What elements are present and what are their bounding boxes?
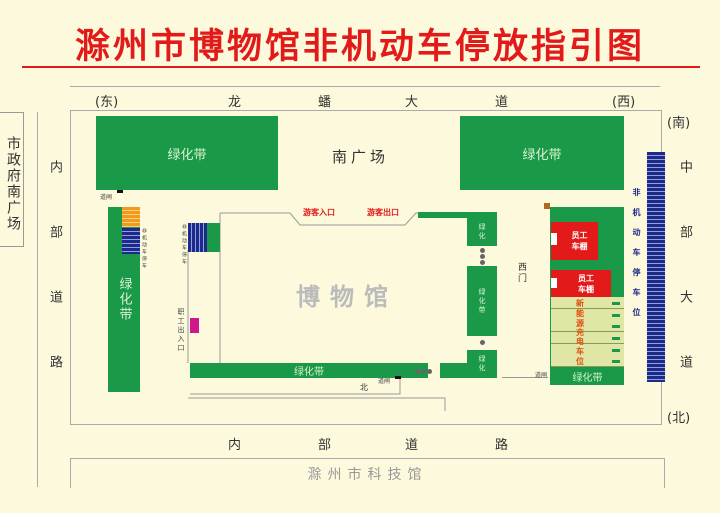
right-road-label: 中部大道 — [677, 160, 692, 420]
barrier-label: 道闸 — [378, 378, 391, 385]
ev-slot — [551, 332, 624, 344]
north-marker: 北 — [360, 383, 368, 392]
ev-slot — [551, 355, 624, 367]
ev-slot — [551, 297, 624, 309]
road-char: 蟠 — [318, 95, 332, 110]
bike-parking-label: 非机动车停车 — [181, 224, 187, 266]
bollard — [480, 254, 485, 259]
ev-label-char: 位 — [576, 357, 584, 366]
bike-parking-blue — [188, 223, 207, 252]
east-label: (东) — [95, 95, 119, 110]
charger-icon — [612, 337, 620, 340]
road-char: 部 — [318, 438, 332, 453]
barrier-label: 道闸 — [535, 372, 548, 379]
staff-bike-shed: 员工车棚 — [551, 270, 611, 297]
green-belt: 绿化带 — [551, 368, 624, 385]
ev-label-char: 能 — [576, 309, 584, 318]
bike-parking-right-label: 非机动车停车位 — [632, 188, 641, 328]
visitor-entrance: 游客入口 — [303, 208, 335, 217]
charger-icon — [612, 349, 620, 352]
green-belt: 绿化带 — [96, 116, 278, 190]
bollard — [427, 369, 432, 374]
bike-parking-label: 非机动车停车 — [141, 228, 147, 270]
left-road-label: 内部道路 — [47, 160, 62, 420]
staff-entrance-marker — [190, 318, 199, 333]
bollard — [480, 248, 485, 253]
green-block — [207, 223, 220, 252]
ev-label-char: 新 — [576, 299, 584, 308]
staff-bike-shed: 员工车棚 — [551, 222, 598, 260]
barrier-gate-icon — [117, 190, 123, 193]
green-belt: 绿化 — [467, 218, 497, 246]
south-label: (南) — [667, 116, 691, 131]
map-title: 滁州市博物馆非机动车停放指引图 — [74, 27, 645, 67]
barrier-gate-icon — [395, 376, 401, 379]
charger-icon — [612, 314, 620, 317]
road-char: 道 — [495, 95, 509, 110]
green-belt: 绿化带 — [467, 266, 497, 336]
north-label: (北) — [667, 411, 691, 426]
bollard — [480, 260, 485, 265]
bollard — [415, 369, 420, 374]
ev-label-char: 电 — [576, 337, 584, 346]
visitor-exit: 游客出口 — [367, 208, 399, 217]
green-belt: 绿化 — [467, 350, 497, 378]
road-line — [502, 377, 548, 378]
ev-label-char: 源 — [576, 319, 584, 328]
road-char: 龙 — [228, 95, 242, 110]
green-belt: 绿化带 — [190, 363, 428, 378]
south-square-label: 南广场 — [332, 148, 390, 166]
west-gate-label: 西门 — [516, 262, 526, 284]
museum-label: 博物馆 — [296, 283, 398, 311]
bollard — [421, 369, 426, 374]
ev-slot — [551, 320, 624, 332]
marker — [544, 203, 550, 209]
title-underline — [22, 66, 700, 68]
shed-door — [551, 278, 557, 288]
road-edge — [37, 112, 38, 487]
bike-parking-orange — [122, 207, 140, 227]
shed-door — [551, 233, 557, 245]
green-strip — [418, 212, 497, 218]
west-label: (西) — [612, 95, 636, 110]
science-museum: 滁州市科技馆 — [70, 458, 665, 488]
road-char: 路 — [495, 438, 509, 453]
bollard — [480, 340, 485, 345]
staff-shed-label: 员工车棚 — [578, 273, 594, 294]
green-belt: 绿化带 — [460, 116, 624, 190]
bike-parking-blue — [122, 228, 140, 254]
road-edge — [70, 86, 660, 87]
barrier-label: 道闸 — [100, 194, 113, 201]
road-char: 大 — [405, 95, 419, 110]
road-char: 道 — [405, 438, 419, 453]
road-lines — [188, 379, 446, 411]
city-gov-south-square: 市政府南广场 — [0, 112, 24, 247]
ev-label-char: 车 — [576, 347, 584, 356]
ev-label-char: 充 — [576, 328, 584, 337]
charger-icon — [612, 325, 620, 328]
road-char: 内 — [228, 438, 242, 453]
charger-icon — [612, 302, 620, 305]
staff-shed-label: 员工车棚 — [571, 231, 588, 251]
charger-icon — [612, 360, 620, 363]
staff-entrance-label: 职工出入口 — [177, 308, 185, 353]
bike-parking-right — [647, 152, 665, 382]
